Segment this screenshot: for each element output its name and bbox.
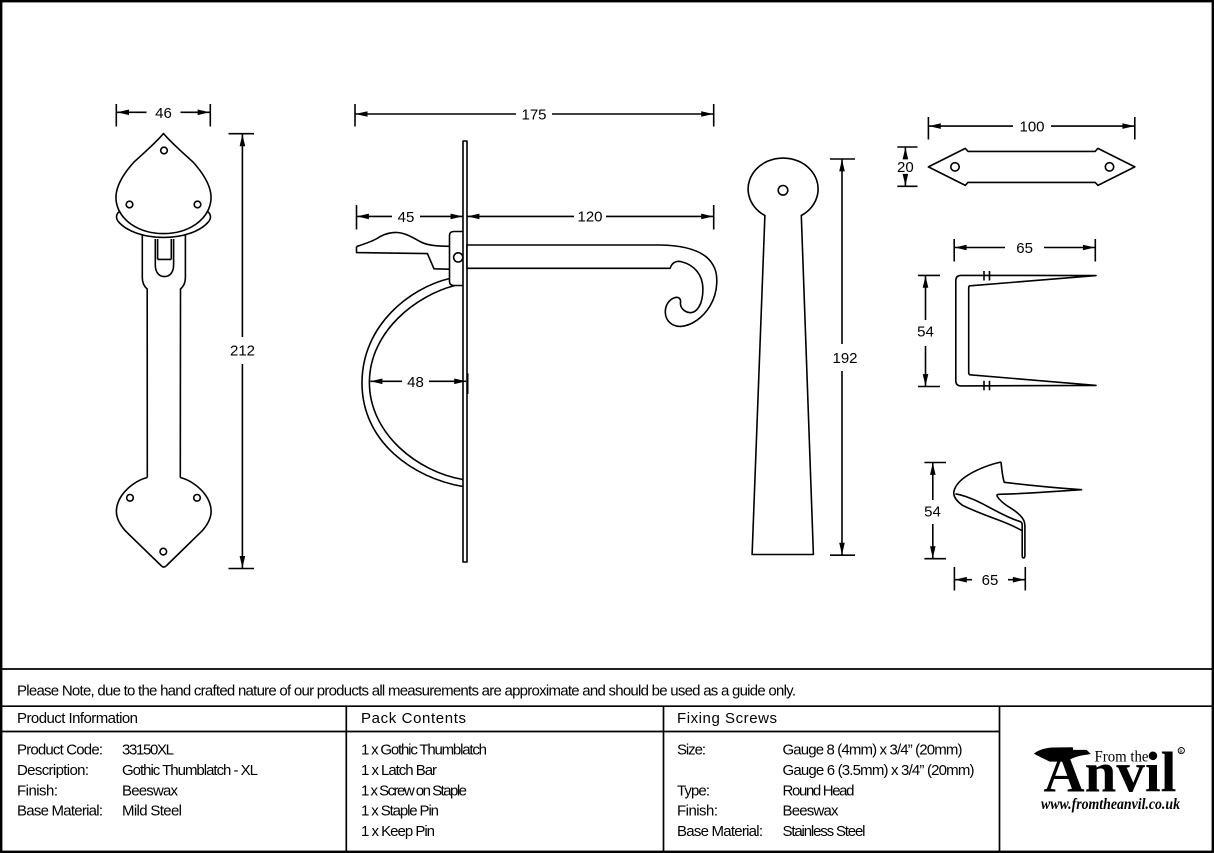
svg-text:65: 65 <box>1016 240 1033 257</box>
svg-text:R: R <box>1179 749 1183 755</box>
svg-text:192: 192 <box>832 350 857 367</box>
svg-text:Round Head: Round Head <box>783 782 855 799</box>
svg-text:1 x Keep Pin: 1 x Keep Pin <box>361 823 435 840</box>
svg-text:100: 100 <box>1019 119 1044 136</box>
svg-text:Size:: Size: <box>677 742 706 759</box>
svg-text:Mild Steel: Mild Steel <box>122 803 182 820</box>
svg-text:Type:: Type: <box>677 782 710 799</box>
svg-text:Finish:: Finish: <box>677 803 718 820</box>
svg-text:Gauge 6 (3.5mm) x 3/4” (20mm): Gauge 6 (3.5mm) x 3/4” (20mm) <box>783 762 975 779</box>
svg-text:48: 48 <box>407 374 424 391</box>
svg-text:120: 120 <box>577 208 602 225</box>
svg-text:65: 65 <box>982 572 999 589</box>
svg-text:1 x Staple Pin: 1 x Staple Pin <box>361 803 439 820</box>
svg-text:33150XL: 33150XL <box>122 742 174 759</box>
svg-text:212: 212 <box>230 343 255 360</box>
svg-text:Anvil: Anvil <box>1044 742 1177 805</box>
svg-text:Gauge 8 (4mm) x 3/4” (20mm): Gauge 8 (4mm) x 3/4” (20mm) <box>783 742 963 759</box>
svg-text:54: 54 <box>924 504 941 521</box>
svg-text:Product Code:: Product Code: <box>17 742 103 759</box>
svg-text:Please Note, due to the hand c: Please Note, due to the hand crafted nat… <box>17 683 796 700</box>
svg-text:Description:: Description: <box>17 762 89 779</box>
svg-text:Fixing Screws: Fixing Screws <box>677 710 777 727</box>
svg-text:Gothic Thumblatch - XL: Gothic Thumblatch - XL <box>122 762 258 779</box>
svg-text:45: 45 <box>398 209 415 226</box>
svg-text:Beeswax: Beeswax <box>122 782 179 799</box>
svg-text:54: 54 <box>917 324 934 341</box>
svg-text:1 x Screw on Staple: 1 x Screw on Staple <box>361 782 467 799</box>
svg-text:1 x Gothic Thumblatch: 1 x Gothic Thumblatch <box>361 742 487 759</box>
svg-text:Pack Contents: Pack Contents <box>361 710 466 727</box>
svg-text:1 x Latch Bar: 1 x Latch Bar <box>361 762 437 779</box>
svg-text:Base Material:: Base Material: <box>17 803 103 820</box>
svg-text:20: 20 <box>897 159 914 176</box>
svg-text:46: 46 <box>155 105 172 122</box>
svg-text:Product Information: Product Information <box>17 710 138 727</box>
svg-text:From the: From the <box>1095 749 1149 766</box>
svg-text:175: 175 <box>521 107 546 124</box>
svg-text:Stainless Steel: Stainless Steel <box>783 823 866 840</box>
svg-text:Base Material:: Base Material: <box>677 823 763 840</box>
svg-text:www.fromtheanvil.co.uk: www.fromtheanvil.co.uk <box>1041 796 1180 813</box>
svg-text:Beeswax: Beeswax <box>783 803 840 820</box>
svg-text:Finish:: Finish: <box>17 782 58 799</box>
